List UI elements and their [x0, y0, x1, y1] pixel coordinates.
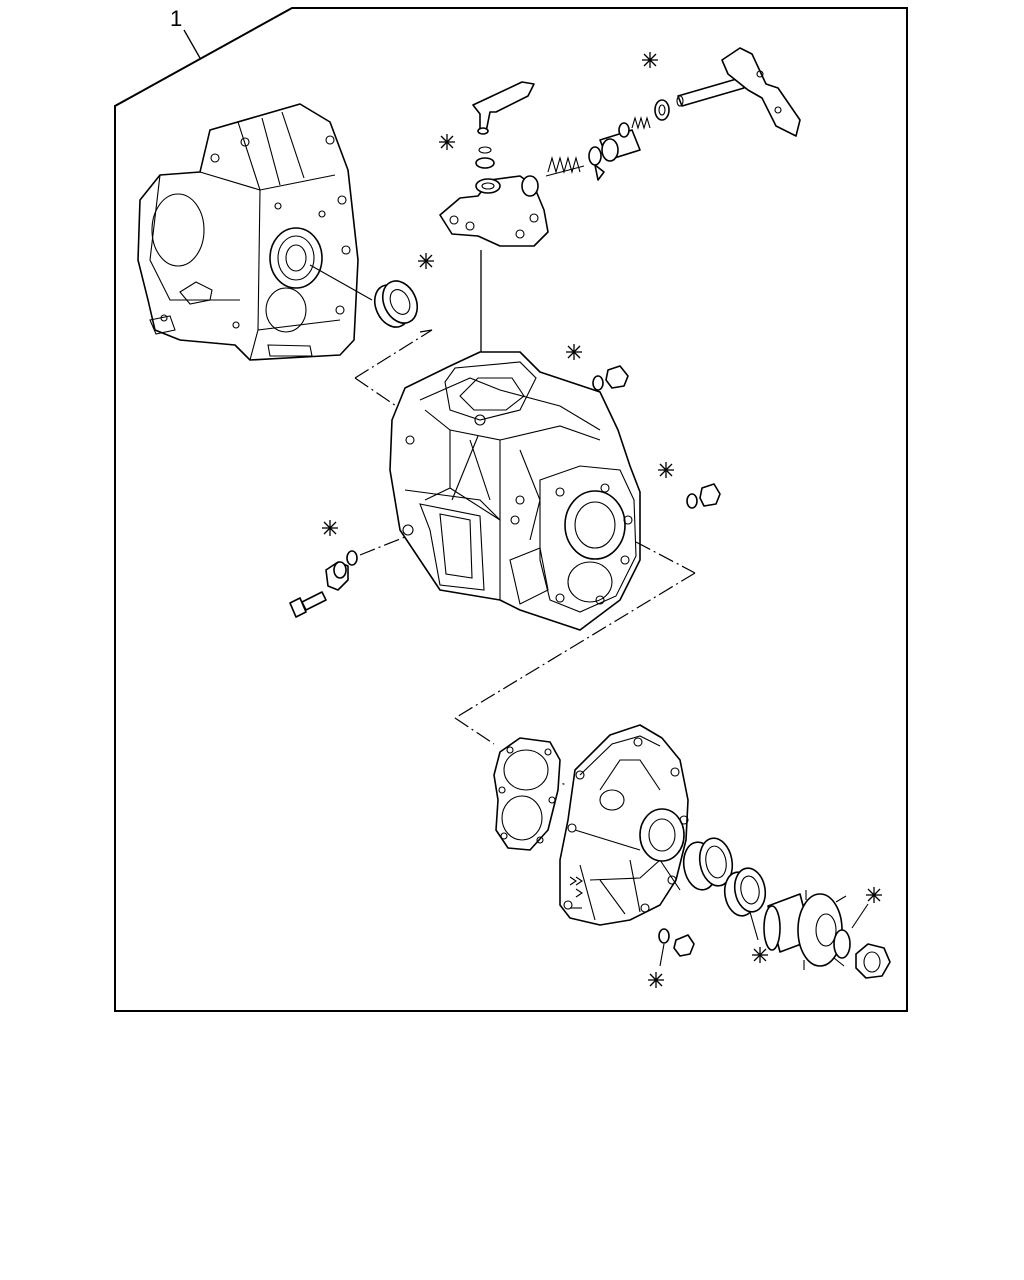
asterisk-mark — [642, 52, 658, 68]
asterisk-leader — [659, 943, 665, 967]
asterisk-mark — [566, 344, 582, 360]
oil-seal-rear — [723, 867, 767, 917]
clutch-housing — [137, 103, 359, 361]
transmission-case — [389, 351, 641, 631]
shift-shaft — [676, 47, 801, 137]
alignment-line — [419, 329, 433, 333]
alignment-line — [454, 717, 495, 745]
gasket-rear — [493, 737, 561, 851]
extension-housing — [559, 724, 689, 926]
plug-top — [605, 365, 629, 389]
bearing-rear — [682, 837, 734, 891]
o-ring-switch — [346, 550, 358, 566]
asterisk-mark — [752, 947, 768, 963]
alignment-line — [354, 329, 433, 379]
alignment-line — [354, 377, 403, 411]
shift-tower — [439, 175, 549, 247]
shift-lever — [472, 81, 535, 135]
asterisk-leader — [749, 911, 759, 941]
asterisk-mark — [648, 972, 664, 988]
plug-right — [699, 483, 721, 507]
asterisk-mark — [439, 134, 455, 150]
shift-springs — [545, 116, 651, 181]
assembly-frame: 1 — [114, 6, 908, 1012]
asterisk-mark — [322, 520, 338, 536]
o-ring-plug-right — [686, 493, 698, 509]
companion-flange — [763, 890, 847, 970]
drain-plug — [673, 934, 695, 957]
oil-seal-front — [309, 264, 419, 328]
asterisk-mark — [866, 887, 882, 903]
asterisk-mark — [658, 462, 674, 478]
switch — [325, 561, 349, 591]
lock-nut — [855, 943, 891, 979]
seal-shaft — [654, 99, 670, 121]
bolt-switch — [289, 591, 327, 618]
o-ring-flange — [833, 929, 851, 959]
callout-number: 1 — [170, 6, 182, 31]
asterisk-leader — [851, 903, 869, 929]
alignment-line — [359, 536, 406, 556]
alignment-line — [635, 541, 696, 574]
asterisk-mark — [418, 253, 434, 269]
o-ring-lever — [475, 146, 495, 169]
alignment-line — [454, 572, 696, 719]
o-ring-plug-top — [592, 375, 604, 391]
o-ring-drain — [658, 928, 670, 944]
